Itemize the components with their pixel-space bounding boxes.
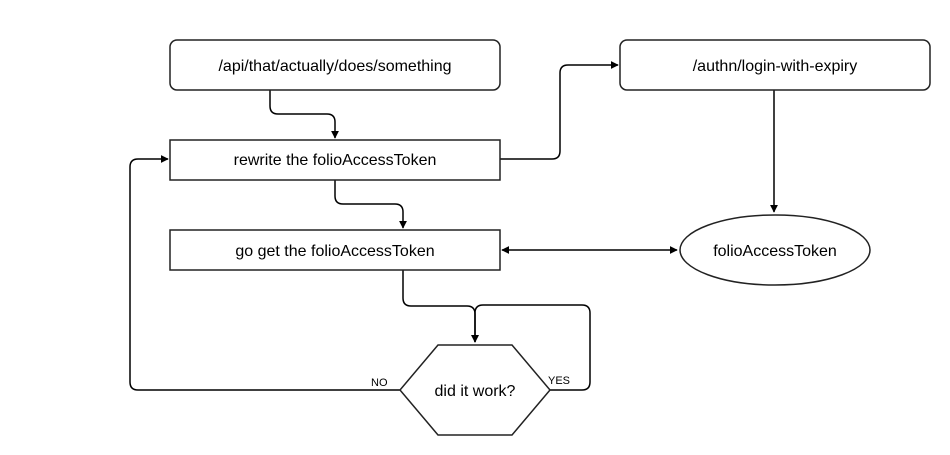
edge-get-to-decision <box>402 270 479 343</box>
edges <box>129 61 778 391</box>
node-get-token: go get the folioAccessToken <box>169 229 501 271</box>
node-token-store: folioAccessToken <box>679 214 871 286</box>
node-decision-label: did it work? <box>435 383 516 400</box>
node-token-store-label: folioAccessToken <box>713 243 837 260</box>
node-api-endpoint-label: /api/that/actually/does/something <box>218 58 451 75</box>
node-decision: did it work? <box>399 344 551 436</box>
node-rewrite-token: rewrite the folioAccessToken <box>169 139 501 181</box>
node-api-endpoint: /api/that/actually/does/something <box>169 39 501 91</box>
node-rewrite-token-label: rewrite the folioAccessToken <box>234 152 437 169</box>
node-login-endpoint-label: /authn/login-with-expiry <box>693 58 858 75</box>
edge-api-to-rewrite <box>269 90 339 139</box>
edge-decision-no-to-rewrite <box>129 155 400 391</box>
node-login-endpoint: /authn/login-with-expiry <box>619 39 931 91</box>
edge-label-no: NO <box>371 377 388 389</box>
edge-decision-yes-loop <box>471 304 591 391</box>
edge-rewrite-to-get <box>334 180 407 229</box>
edge-label-yes: YES <box>548 375 570 387</box>
edge-rewrite-to-login <box>500 61 619 160</box>
node-get-token-label: go get the folioAccessToken <box>235 243 434 260</box>
